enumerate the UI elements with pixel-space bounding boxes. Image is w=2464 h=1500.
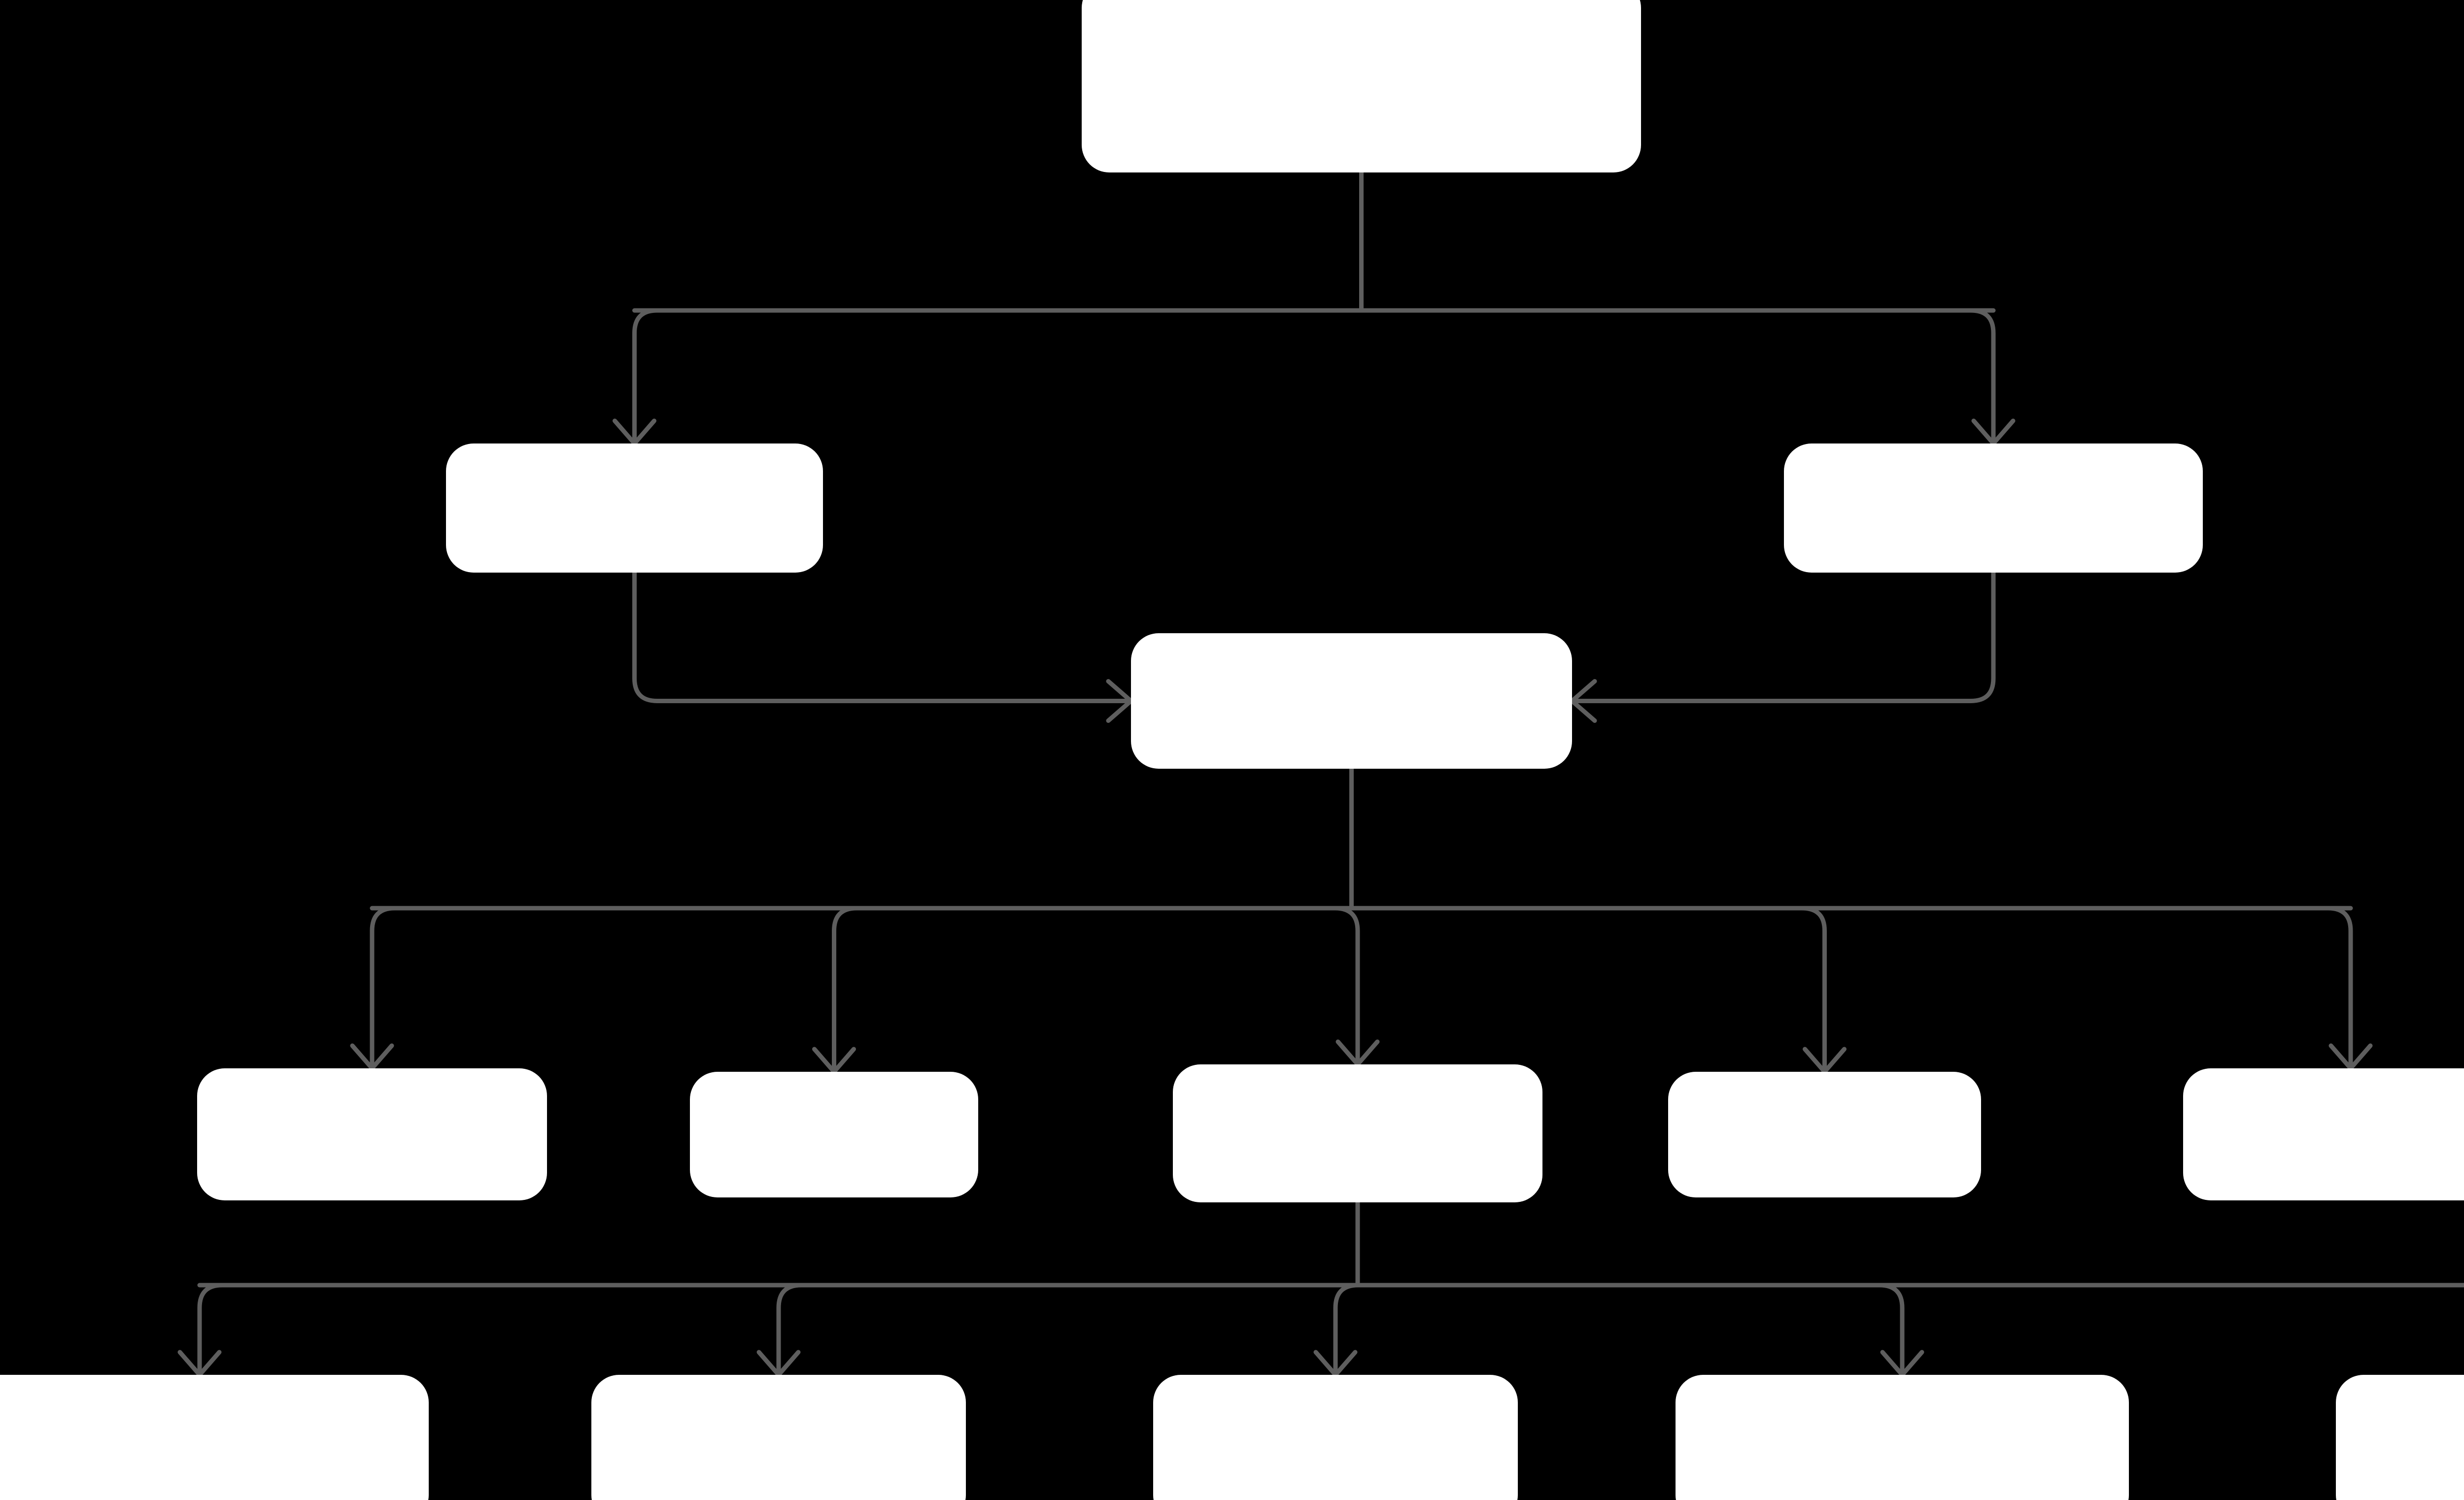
arrowhead-left xyxy=(1570,679,1597,723)
node-c4[interactable] xyxy=(1668,1072,1981,1197)
node-g3[interactable] xyxy=(1153,1375,1518,1500)
edge-branch xyxy=(1359,308,1996,446)
arrowhead-down xyxy=(2328,1043,2373,1071)
arrowhead-down xyxy=(1971,418,2016,446)
node-root[interactable] xyxy=(1082,0,1641,172)
edge-branch xyxy=(1333,906,1360,1067)
edge-branch xyxy=(1349,906,2353,1071)
node-g4[interactable] xyxy=(1676,1375,2129,1500)
edge-branch xyxy=(1355,1283,2464,1288)
edge-branch xyxy=(1355,1283,1905,1377)
arrowhead-right xyxy=(1106,679,1133,723)
edge-side-entry xyxy=(1570,570,1996,703)
edge-branch xyxy=(197,1283,1360,1377)
edge-branch xyxy=(832,906,1354,1074)
arrowhead-down xyxy=(350,1043,394,1071)
node-c3[interactable] xyxy=(1173,1064,1542,1202)
edge-side-entry xyxy=(632,570,1133,703)
node-mid[interactable] xyxy=(1131,633,1572,769)
node-c1[interactable] xyxy=(197,1068,547,1200)
arrowhead-down xyxy=(812,1047,856,1074)
arrowhead-down xyxy=(1335,1039,1380,1067)
node-g5[interactable] xyxy=(2336,1375,2464,1500)
edge-branch xyxy=(1349,906,1827,1074)
node-g1[interactable] xyxy=(0,1375,429,1500)
edge-branch xyxy=(776,1283,1360,1377)
arrowhead-down xyxy=(177,1350,222,1377)
node-g2[interactable] xyxy=(591,1375,966,1500)
edge-branch xyxy=(1333,1283,1361,1377)
edge-branch xyxy=(632,308,1364,446)
node-c2[interactable] xyxy=(690,1072,978,1197)
node-l1[interactable] xyxy=(446,443,823,573)
arrowhead-down xyxy=(1880,1350,1924,1377)
node-c5[interactable] xyxy=(2183,1068,2464,1200)
edge-branch xyxy=(370,906,1354,1071)
arrowhead-down xyxy=(1803,1047,1847,1074)
arrowhead-down xyxy=(613,418,656,446)
arrowhead-down xyxy=(756,1350,801,1377)
arrowhead-down xyxy=(1313,1350,1358,1377)
node-r1[interactable] xyxy=(1784,443,2203,573)
